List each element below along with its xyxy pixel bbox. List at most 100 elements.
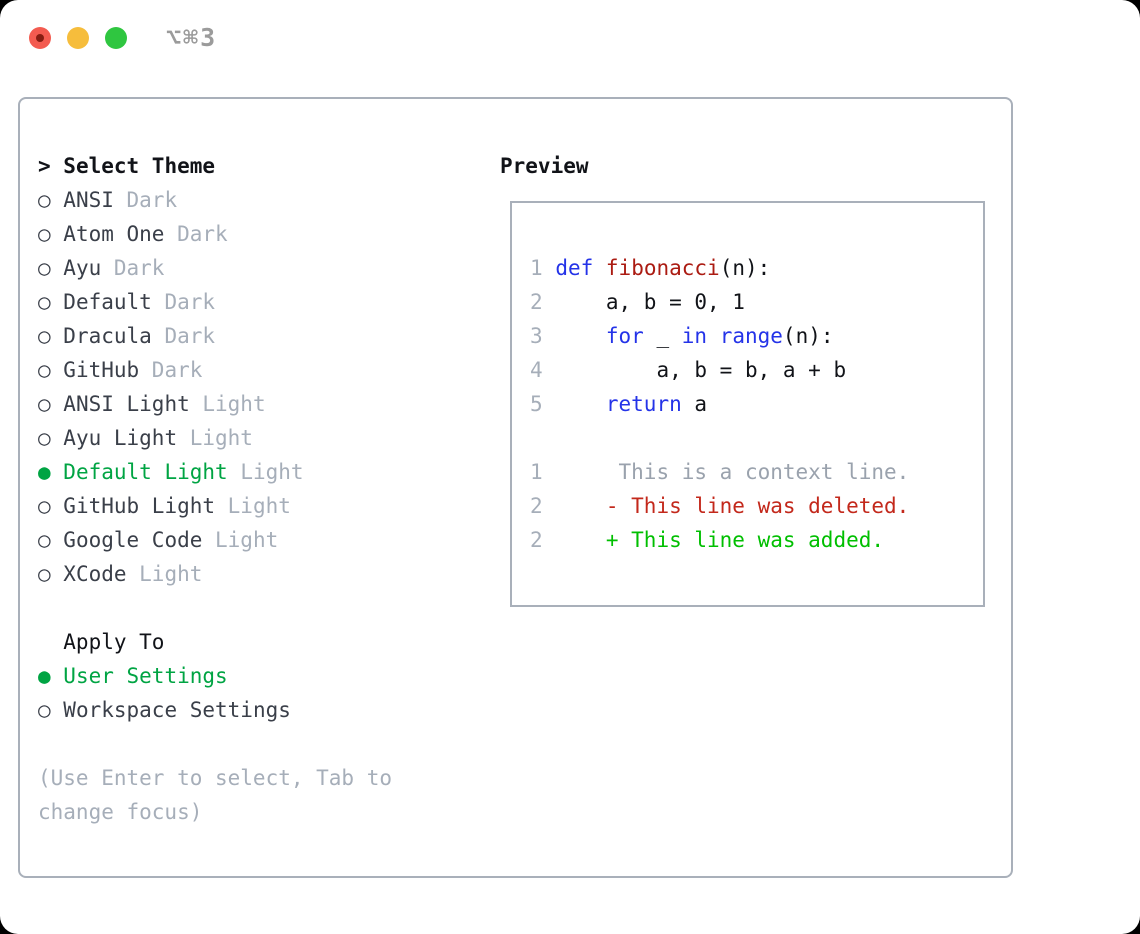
- code-token: [543, 324, 606, 348]
- keyboard-hint: (Use Enter to select, Tab to change focu…: [38, 761, 392, 829]
- radio-unselected-icon: ○: [38, 222, 64, 246]
- line-number: 5: [530, 392, 543, 416]
- code-token: range: [719, 324, 783, 348]
- radio-unselected-icon: ○: [38, 426, 64, 450]
- select-theme-header: > Select Theme: [38, 149, 304, 183]
- preview-blank-line: [530, 421, 983, 455]
- radio-selected-icon: ●: [38, 664, 64, 688]
- preview-title: Preview: [500, 154, 589, 178]
- code-token: def: [555, 256, 594, 280]
- theme-variant: Dark: [164, 222, 228, 246]
- theme-name: Google Code: [63, 528, 203, 552]
- code-token: in: [681, 324, 708, 348]
- theme-name: ANSI Light: [63, 392, 190, 416]
- theme-name: Dracula: [63, 324, 152, 348]
- theme-option-google-code-light[interactable]: ○ Google Code Light: [38, 523, 304, 557]
- minimize-button[interactable]: [67, 27, 89, 49]
- theme-option-atom-one-dark[interactable]: ○ Atom One Dark: [38, 217, 304, 251]
- theme-variant: Dark: [151, 290, 216, 314]
- line-number: 1: [530, 256, 543, 280]
- theme-option-default-light-light[interactable]: ● Default Light Light: [38, 455, 304, 489]
- line-number: 3: [530, 324, 543, 348]
- theme-variant: Light: [189, 392, 266, 416]
- theme-variant: Dark: [101, 256, 165, 280]
- preview-line: 1 def fibonacci(n):: [530, 251, 983, 285]
- close-button[interactable]: [29, 27, 51, 49]
- apply-option-workspace-settings[interactable]: ○ Workspace Settings: [38, 693, 291, 727]
- radio-unselected-icon: ○: [38, 392, 64, 416]
- theme-variant: Light: [202, 528, 279, 552]
- theme-name: Ayu: [63, 256, 102, 280]
- code-token: (n):: [719, 256, 771, 280]
- line-number: 4: [530, 358, 543, 382]
- theme-option-ansi-dark[interactable]: ○ ANSI Dark: [38, 183, 304, 217]
- code-token: a: [681, 392, 708, 416]
- theme-name: Atom One: [63, 222, 165, 246]
- preview-line: 2 + This line was added.: [530, 523, 983, 557]
- code-token: [593, 256, 606, 280]
- preview-line: 1 This is a context line.: [530, 455, 983, 489]
- theme-option-default-dark[interactable]: ○ Default Dark: [38, 285, 304, 319]
- theme-selector-panel: [18, 97, 1013, 878]
- hint-line: (Use Enter to select, Tab to: [38, 766, 393, 790]
- radio-unselected-icon: ○: [38, 698, 64, 722]
- zoom-button[interactable]: [105, 27, 127, 49]
- theme-option-ayu-dark[interactable]: ○ Ayu Dark: [38, 251, 304, 285]
- theme-name: Ayu Light: [63, 426, 178, 450]
- theme-variant: Dark: [113, 188, 178, 212]
- theme-option-github-light-light[interactable]: ○ GitHub Light Light: [38, 489, 304, 523]
- preview-line: 5 return a: [530, 387, 983, 421]
- code-token: _: [643, 324, 682, 348]
- prompt-caret-icon: >: [38, 154, 64, 178]
- code-token: This is a context line.: [542, 460, 910, 484]
- theme-variant: Dark: [139, 358, 203, 382]
- preview-line: 2 - This line was deleted.: [530, 489, 983, 523]
- preview-line: 2 a, b = 0, 1: [530, 285, 983, 319]
- radio-unselected-icon: ○: [38, 324, 64, 348]
- theme-option-github-dark[interactable]: ○ GitHub Dark: [38, 353, 304, 387]
- radio-unselected-icon: ○: [38, 494, 64, 518]
- theme-name: Default Light: [63, 460, 228, 484]
- code-token: [543, 392, 606, 416]
- select-theme-title: Select Theme: [63, 154, 216, 178]
- radio-unselected-icon: ○: [38, 528, 64, 552]
- hint-line: change focus): [38, 800, 203, 824]
- code-token: a, b = 0, 1: [542, 290, 745, 314]
- theme-variant: Dark: [151, 324, 216, 348]
- line-number: 2: [530, 494, 543, 518]
- radio-unselected-icon: ○: [38, 562, 64, 586]
- theme-option-xcode-light[interactable]: ○ XCode Light: [38, 557, 304, 591]
- code-token: a, b = b, a + b: [542, 358, 847, 382]
- theme-option-ayu-light-light[interactable]: ○ Ayu Light Light: [38, 421, 304, 455]
- radio-selected-icon: ●: [38, 460, 64, 484]
- code-token: - This line was deleted.: [542, 494, 910, 518]
- theme-list: > Select Theme ○ ANSI Dark○ Atom One Dar…: [38, 149, 304, 591]
- code-token: (n):: [782, 324, 834, 348]
- window-shortcut-label: ⌥⌘3: [166, 23, 218, 52]
- theme-name: ANSI: [63, 188, 114, 212]
- theme-option-ansi-light-light[interactable]: ○ ANSI Light Light: [38, 387, 304, 421]
- apply-to-section: Apply To ● User Settings○ Workspace Sett…: [38, 625, 291, 727]
- code-token: + This line was added.: [542, 528, 885, 552]
- theme-option-dracula-dark[interactable]: ○ Dracula Dark: [38, 319, 304, 353]
- theme-variant: Light: [126, 562, 203, 586]
- radio-unselected-icon: ○: [38, 256, 64, 280]
- apply-option-label: Workspace Settings: [63, 698, 291, 722]
- theme-name: GitHub: [63, 358, 140, 382]
- preview-line: 4 a, b = b, a + b: [530, 353, 983, 387]
- code-token: for: [605, 324, 644, 348]
- radio-unselected-icon: ○: [38, 290, 64, 314]
- line-number: 2: [530, 290, 543, 314]
- theme-name: GitHub Light: [63, 494, 216, 518]
- theme-variant: Light: [177, 426, 253, 450]
- theme-name: XCode: [63, 562, 127, 586]
- preview-line: 3 for _ in range(n):: [530, 319, 983, 353]
- apply-option-user-settings[interactable]: ● User Settings: [38, 659, 291, 693]
- code-token: fibonacci: [605, 256, 720, 280]
- radio-unselected-icon: ○: [38, 188, 64, 212]
- radio-unselected-icon: ○: [38, 358, 64, 382]
- theme-variant: Light: [227, 460, 304, 484]
- line-number: 1: [530, 460, 543, 484]
